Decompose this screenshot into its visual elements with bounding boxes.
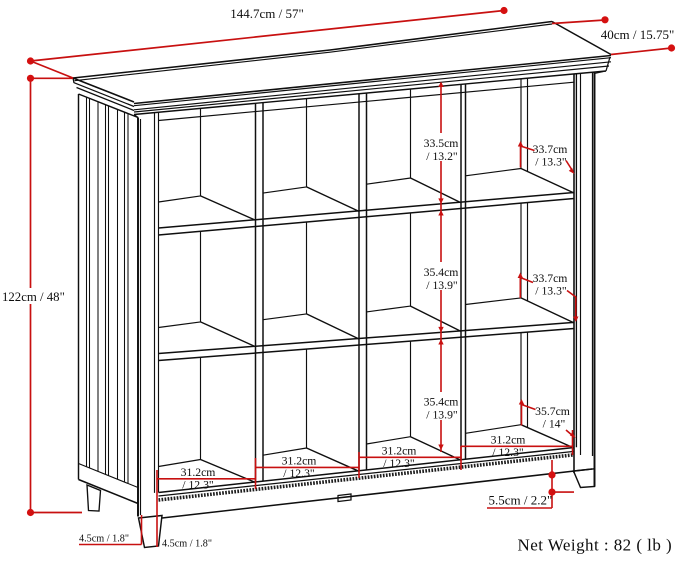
svg-text:/ 12.3": / 12.3" bbox=[383, 457, 415, 470]
svg-text:/ 12.3": / 12.3" bbox=[283, 467, 315, 480]
svg-text:/ 13.9": / 13.9" bbox=[426, 409, 458, 422]
svg-text:31.2cm: 31.2cm bbox=[382, 444, 417, 457]
svg-text:144.7cm / 57": 144.7cm / 57" bbox=[230, 6, 304, 21]
svg-text:/ 14": / 14" bbox=[543, 418, 566, 431]
svg-text:/ 13.3": / 13.3" bbox=[535, 285, 567, 298]
svg-text:35.4cm: 35.4cm bbox=[424, 266, 459, 279]
svg-text:31.2cm: 31.2cm bbox=[491, 433, 526, 446]
svg-text:4.5cm / 1.8": 4.5cm / 1.8" bbox=[79, 534, 129, 545]
svg-text:4.5cm / 1.8": 4.5cm / 1.8" bbox=[162, 539, 212, 550]
svg-text:5.5cm / 2.2": 5.5cm / 2.2" bbox=[489, 493, 553, 508]
svg-text:40cm / 15.75": 40cm / 15.75" bbox=[601, 27, 675, 42]
svg-text:31.2cm: 31.2cm bbox=[282, 454, 317, 467]
svg-text:35.7cm: 35.7cm bbox=[535, 405, 570, 418]
svg-text:122cm / 48": 122cm / 48" bbox=[2, 290, 65, 304]
svg-text:31.2cm: 31.2cm bbox=[181, 466, 216, 479]
svg-text:/ 12.3": / 12.3" bbox=[492, 446, 524, 459]
svg-text:/ 13.9": / 13.9" bbox=[426, 279, 458, 292]
svg-text:35.4cm: 35.4cm bbox=[424, 396, 459, 409]
svg-text:/ 13.2": / 13.2" bbox=[426, 150, 458, 163]
svg-text:/ 13.3": / 13.3" bbox=[535, 156, 567, 169]
svg-text:/ 12.3": / 12.3" bbox=[182, 479, 214, 492]
svg-text:33.7cm: 33.7cm bbox=[533, 272, 568, 285]
svg-text:Net Weight : 82 ( lb ): Net Weight : 82 ( lb ) bbox=[518, 536, 673, 555]
svg-text:33.5cm: 33.5cm bbox=[424, 137, 459, 150]
svg-text:33.7cm: 33.7cm bbox=[533, 143, 568, 156]
